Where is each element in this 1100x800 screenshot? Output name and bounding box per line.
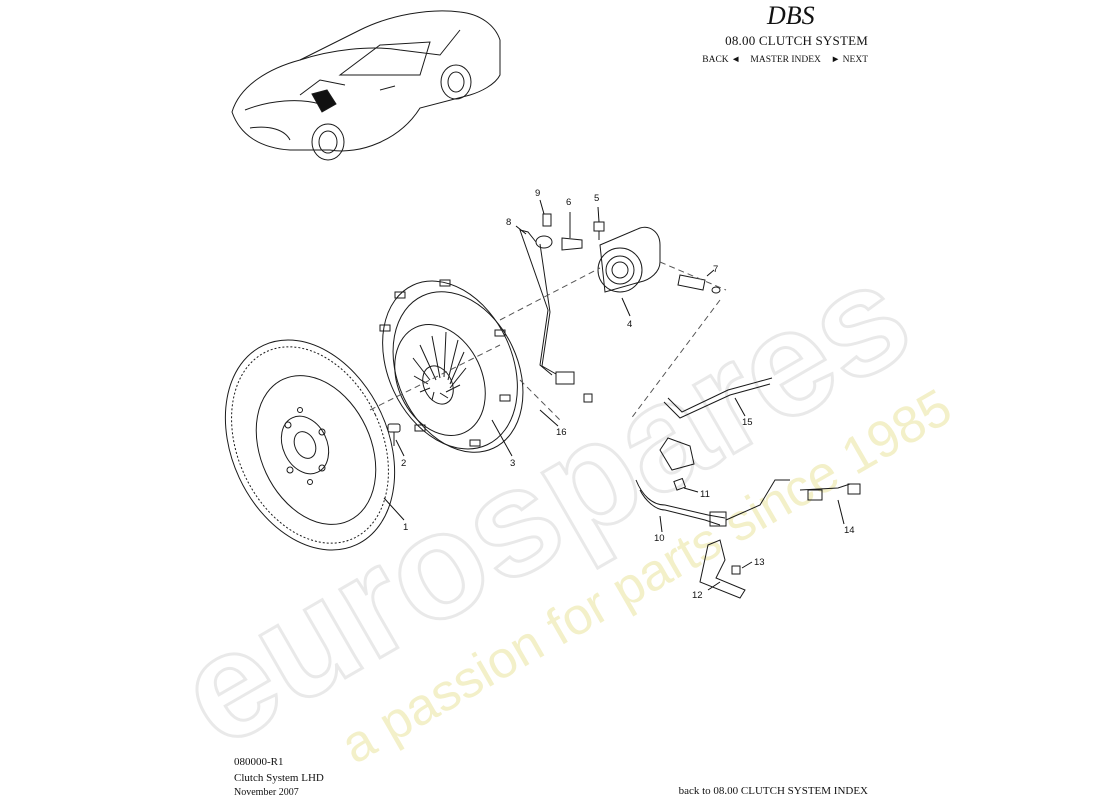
pipe-fitting[interactable] [561, 212, 583, 251]
car-thumbnail[interactable] [231, 10, 501, 161]
mounting-bolt[interactable] [673, 477, 687, 491]
clutch-pipe[interactable] [519, 229, 593, 403]
dbs-logo: DBS [765, 0, 860, 30]
callout-10[interactable]: 10 [654, 533, 665, 544]
callout-6[interactable]: 6 [566, 197, 571, 208]
callout-1[interactable]: 1 [403, 522, 408, 533]
callout-15[interactable]: 15 [742, 417, 753, 428]
master-cylinder-hose[interactable] [635, 437, 790, 527]
callout-7[interactable]: 7 [713, 264, 718, 275]
back-link[interactable]: BACK ◄ [702, 55, 741, 65]
clip-connector[interactable] [542, 213, 552, 227]
slave-cylinder[interactable] [597, 226, 661, 293]
callout-2[interactable]: 2 [401, 458, 406, 469]
alignment-lines [369, 261, 727, 421]
drawing-reference: 080000-R1 [234, 756, 284, 768]
flywheel[interactable] [193, 312, 427, 577]
callout-11[interactable]: 11 [700, 489, 710, 500]
callout-8[interactable]: 8 [506, 217, 511, 228]
clutch-pressure-plate[interactable] [357, 259, 548, 473]
brake-pipe-union[interactable] [799, 483, 861, 501]
callout-12[interactable]: 12 [692, 590, 703, 601]
back-to-index-link[interactable]: back to 08.00 CLUTCH SYSTEM INDEX [678, 785, 868, 797]
callout-labels: 1 2 3 4 5 6 7 8 9 10 11 12 13 14 15 16 [401, 188, 855, 601]
hydraulic-fitting[interactable] [677, 274, 721, 294]
bleed-screw[interactable] [593, 221, 605, 240]
flexible-hose[interactable] [663, 377, 773, 419]
nav-bar: BACK ◄ MASTER INDEX ► NEXT [600, 55, 868, 65]
bracket[interactable] [699, 539, 746, 599]
drawing-system-name: Clutch System LHD [234, 772, 324, 784]
callout-16[interactable]: 16 [556, 427, 567, 438]
flywheel-bolt[interactable] [387, 423, 401, 446]
drawing-date: November 2007 [234, 787, 299, 798]
bracket-bolt[interactable] [731, 565, 741, 575]
section-title: 08.00 CLUTCH SYSTEM [725, 33, 868, 48]
dbs-logo-mark: DBS [766, 1, 815, 30]
callout-5[interactable]: 5 [594, 193, 599, 204]
callout-3[interactable]: 3 [510, 458, 515, 469]
callout-13[interactable]: 13 [754, 557, 765, 568]
next-link[interactable]: ► NEXT [830, 55, 868, 65]
logo-text: DBS [766, 1, 815, 30]
callout-9[interactable]: 9 [535, 188, 540, 199]
leader-lines [383, 199, 845, 591]
callout-14[interactable]: 14 [844, 525, 855, 536]
master-index-link[interactable]: MASTER INDEX [750, 55, 821, 65]
callout-4[interactable]: 4 [627, 319, 632, 330]
